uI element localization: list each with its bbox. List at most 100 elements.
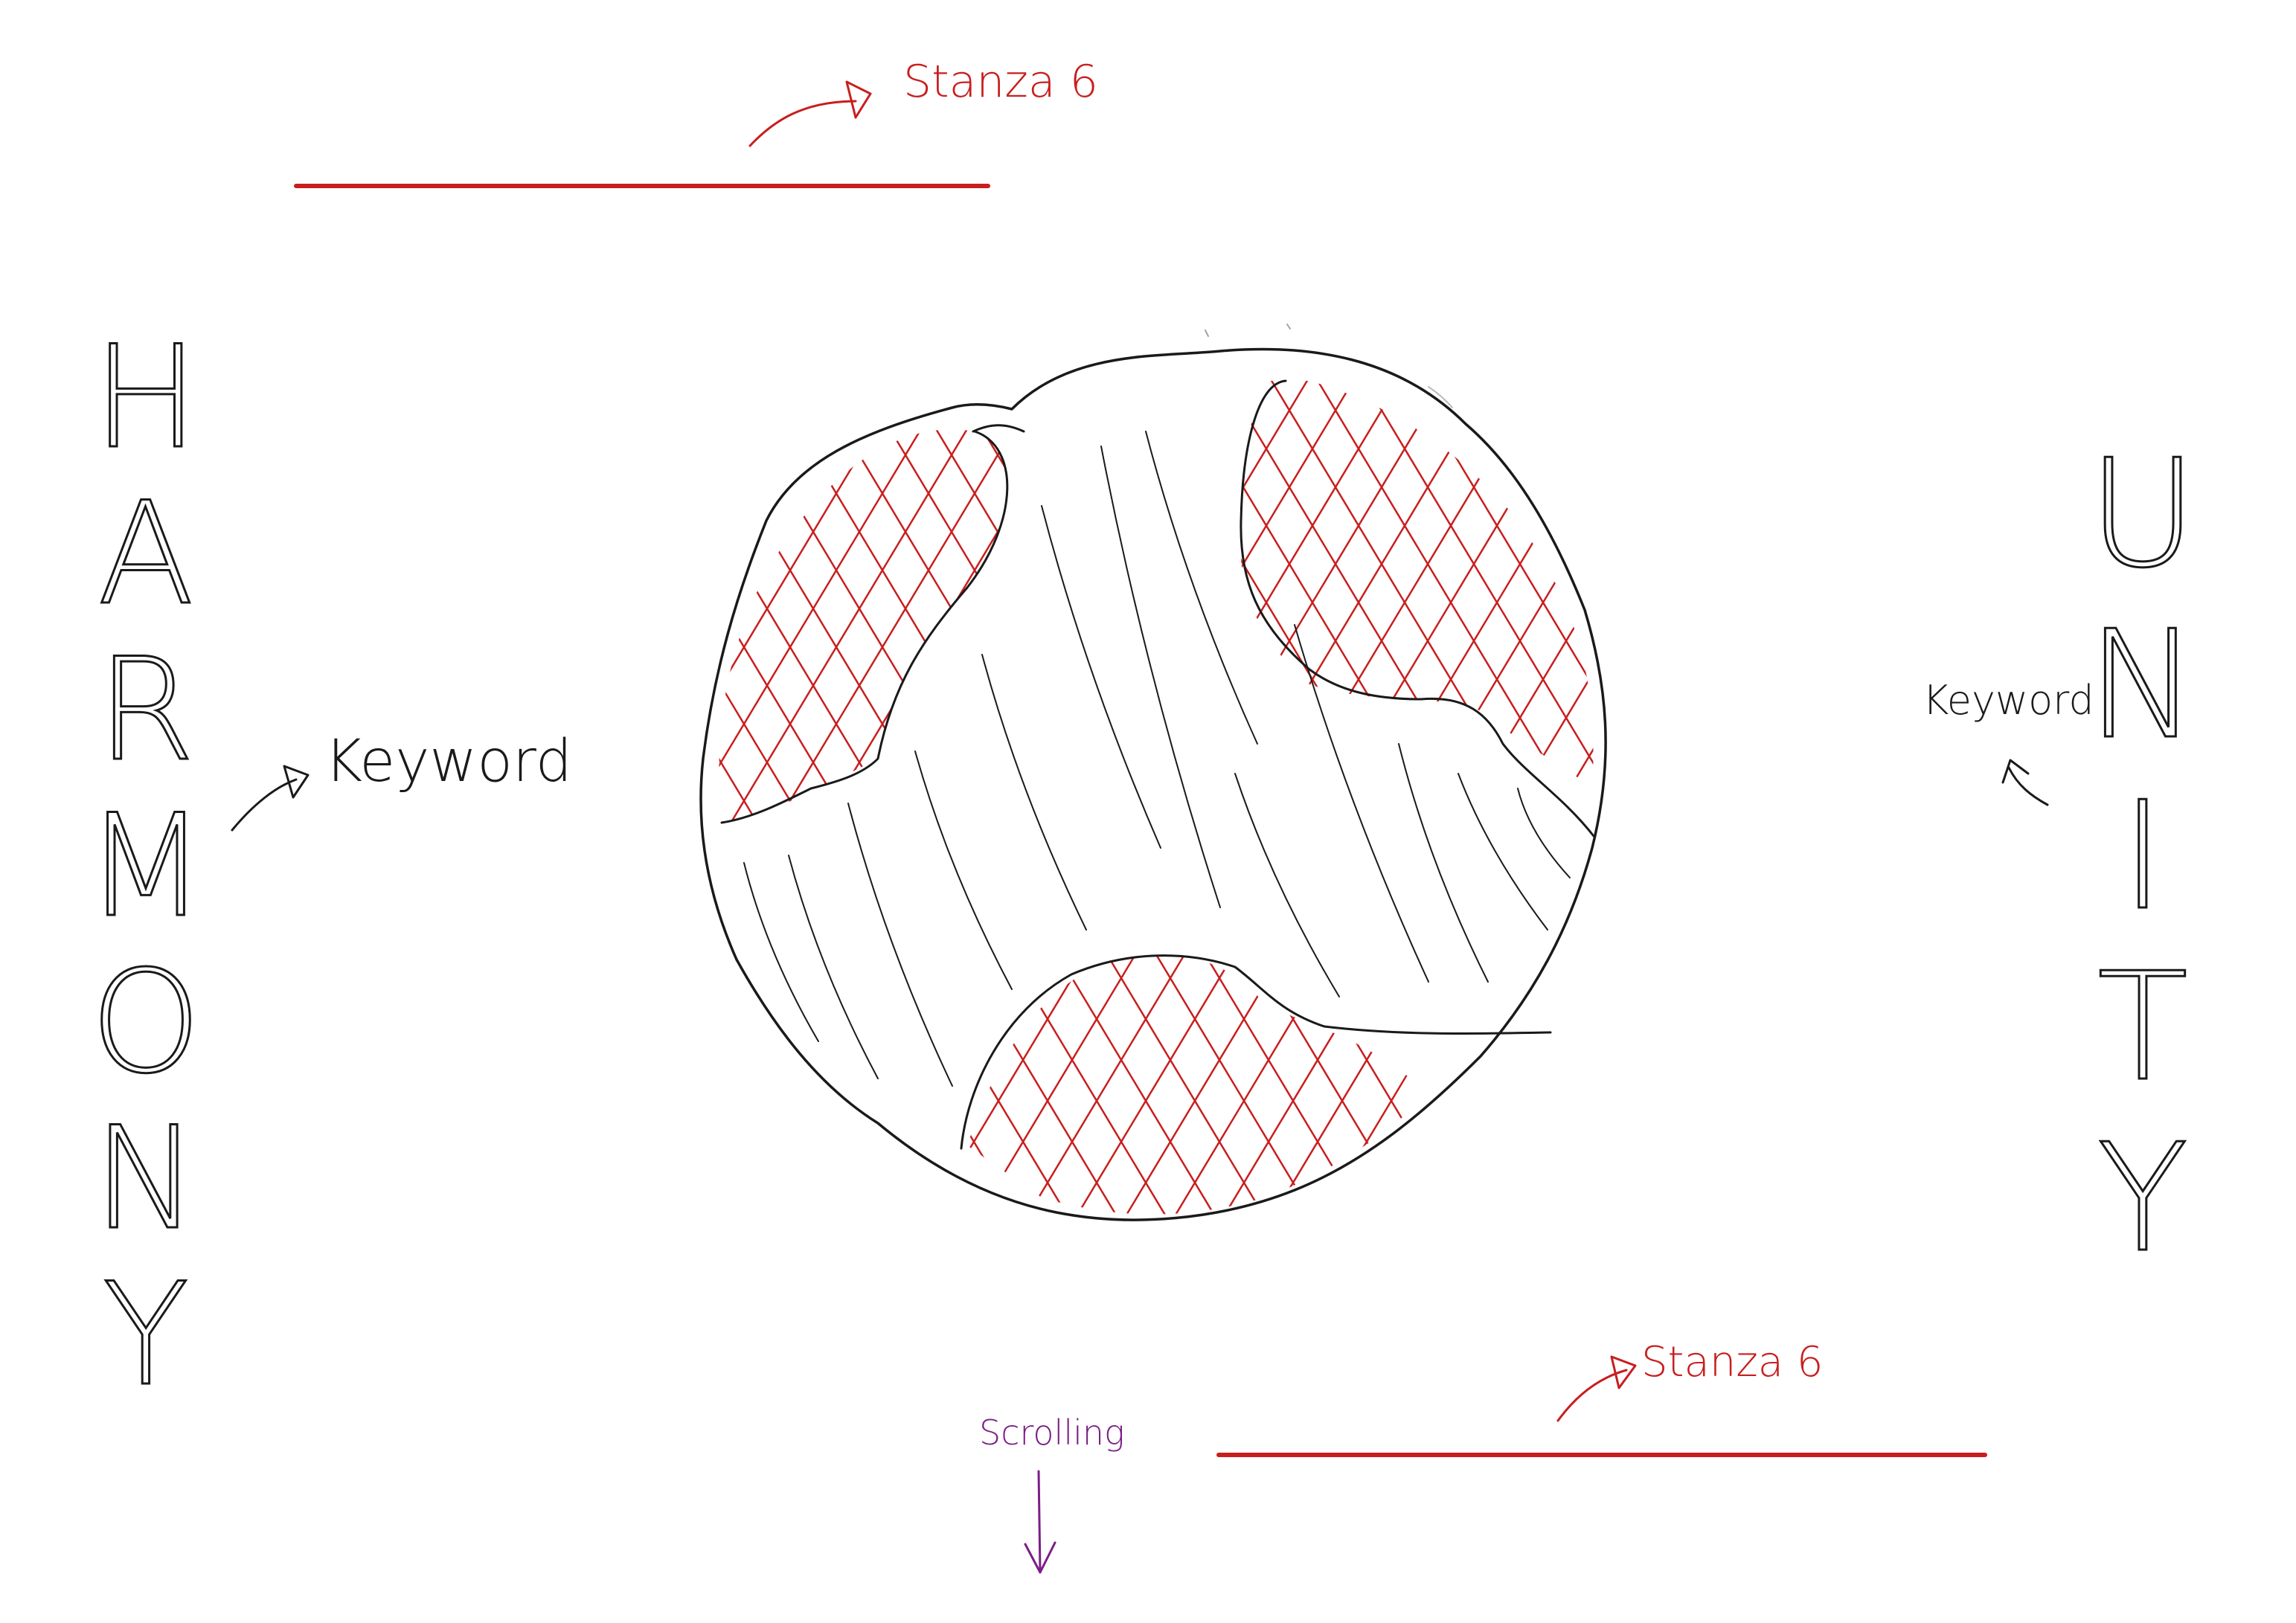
arrow-pointer-icon: [283, 765, 310, 799]
globe-stripe: [1145, 431, 1258, 745]
globe-stripe: [1100, 446, 1221, 908]
hatch-line: [1265, 381, 1549, 788]
hatch-line: [1193, 954, 1375, 1215]
hatch-line: [655, 937, 833, 1235]
globe-stripe: [1517, 788, 1571, 878]
hatch-line: [1588, 381, 1594, 788]
hatch-line: [954, 429, 1007, 823]
hatch-line: [967, 954, 1000, 1215]
patch-outline-top-right: [1240, 379, 1595, 838]
hatch-line: [1489, 937, 1668, 1235]
hatch-line: [1458, 937, 1637, 1235]
word-letter: Y: [103, 1253, 189, 1417]
hatch-line: [789, 429, 1007, 823]
word-letter: Y: [2097, 1112, 2188, 1285]
arrow-pointer-icon: [1610, 1355, 1637, 1389]
hatch-line: [801, 372, 1082, 841]
word-letter: R: [97, 628, 195, 792]
hatch-line: [1242, 954, 1424, 1215]
hatch-line: [1774, 372, 2055, 841]
hatch-line: [753, 937, 931, 1235]
hatch-line: [973, 429, 1007, 823]
hatch-line: [1495, 381, 1594, 788]
globe-stripe: [1234, 773, 1340, 997]
hatch-line: [1015, 954, 1196, 1215]
globe-stripe: [1294, 624, 1429, 983]
word-letter: N: [2087, 599, 2199, 772]
hatch-line: [1211, 954, 1393, 1215]
scrolling-label: Scrolling: [979, 1413, 1125, 1453]
hatch-line: [1240, 381, 1365, 788]
hatch-line: [704, 937, 882, 1235]
hatch-line: [771, 937, 949, 1235]
globe-outline: [699, 347, 1607, 1221]
hatch-line: [1769, 372, 2050, 841]
hatch-line: [943, 372, 1225, 841]
arrow-down-icon[interactable]: [1024, 1470, 1056, 1574]
hatch-line: [1292, 954, 1428, 1215]
hatch-line: [1260, 954, 1428, 1215]
hatch-line: [525, 937, 704, 1235]
hatch-line: [1046, 954, 1228, 1215]
hatch-line: [835, 429, 1007, 823]
hatch-line: [1686, 937, 1864, 1235]
hatch-line: [1539, 937, 1717, 1235]
hatch-line: [967, 954, 1147, 1215]
hatch-line: [1681, 372, 1963, 841]
hatch-line: [815, 429, 1007, 823]
hatch-line: [1240, 381, 1318, 788]
hatch-line: [1064, 954, 1245, 1215]
hatch-line: [1353, 381, 1594, 788]
hatch-line: [1403, 381, 1594, 788]
hatch-line: [719, 429, 903, 823]
globe-stripes: [743, 431, 1571, 1087]
hatch-line: [805, 372, 1086, 841]
hatch-line: [1820, 372, 2101, 841]
globe-stripe: [981, 654, 1087, 931]
hatch-line: [1113, 954, 1295, 1215]
keyword-right-pointer: [2001, 759, 2049, 806]
arrow-pointer-icon: [845, 80, 872, 119]
hatch-line: [1048, 417, 1298, 833]
stanza-top-label: Stanza 6: [903, 56, 1098, 108]
word-letter: N: [93, 1096, 199, 1261]
hatch-line: [1583, 381, 1594, 788]
hatch-line: [1094, 417, 1344, 833]
hatch-line: [1436, 417, 1686, 833]
globe-stripe: [1458, 773, 1548, 931]
hatch-line: [574, 937, 753, 1235]
hatch-line: [1240, 381, 1452, 788]
word-letter: M: [85, 784, 207, 948]
hatch-line: [1637, 937, 1815, 1235]
hatch-line: [1095, 954, 1277, 1215]
hatch-line: [1311, 381, 1594, 788]
hatch-line: [1723, 372, 2004, 841]
hatch-line: [1390, 954, 1428, 1215]
hatch-line: [927, 429, 1007, 823]
hatch-line: [759, 372, 1040, 841]
hatch-line: [1491, 381, 1594, 788]
hatch-line: [719, 429, 884, 823]
hatch-line: [1588, 937, 1766, 1235]
globe-stripe: [847, 803, 953, 1087]
hatch-line: [967, 954, 1031, 1215]
hatch-line: [1542, 381, 1594, 788]
hatch-line: [1440, 937, 1619, 1235]
keyword-left-pointer: [231, 765, 310, 832]
globe-stripe: [743, 862, 819, 1042]
hatch-line: [967, 954, 1049, 1215]
word-letter: U: [2088, 428, 2197, 601]
word-letter: T: [2097, 941, 2188, 1114]
hatch-line: [1144, 954, 1326, 1215]
word-letter: H: [93, 315, 199, 480]
hatch-line: [1260, 381, 1545, 788]
keyword-right-label[interactable]: Keyword: [1923, 677, 2094, 724]
hatch-line: [1240, 381, 1314, 788]
hatch-line: [708, 372, 990, 841]
hatch-line: [1408, 954, 1428, 1215]
hatch-line: [967, 954, 1080, 1215]
keyword-left-label[interactable]: Keyword: [324, 728, 572, 795]
globe-stripe: [914, 751, 1013, 990]
